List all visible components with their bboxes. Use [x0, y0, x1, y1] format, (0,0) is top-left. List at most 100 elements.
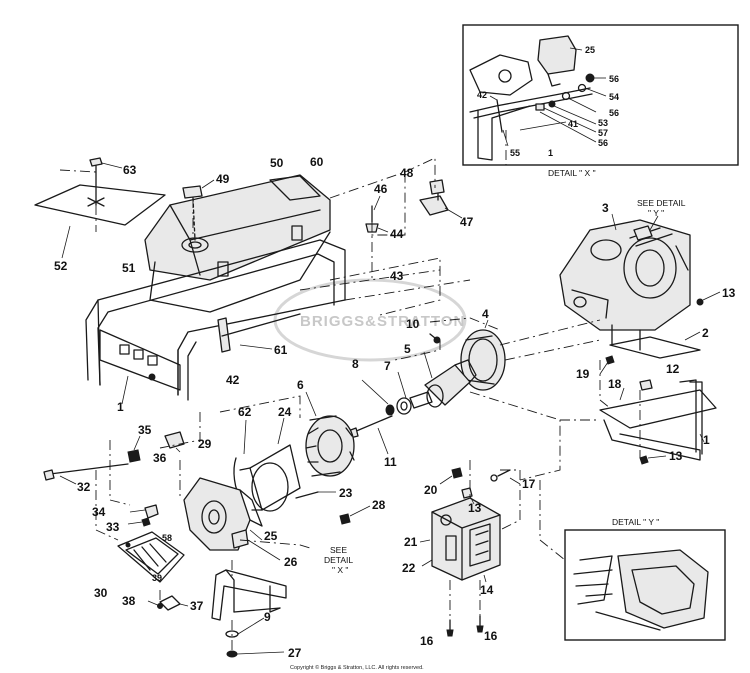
callout-36: 36 [153, 451, 167, 465]
callout-27: 27 [288, 646, 302, 660]
part-61-bracket [217, 313, 301, 353]
callout-49: 49 [216, 172, 230, 186]
callout-10: 10 [406, 317, 420, 331]
callout-28: 28 [372, 498, 386, 512]
callout-30: 30 [94, 586, 108, 600]
callout-x56c: 56 [598, 138, 608, 148]
callout-x42: 42 [477, 90, 487, 100]
callout-13a: 13 [722, 286, 736, 300]
part-37-38-clip [147, 595, 189, 611]
callout-61: 61 [274, 343, 288, 357]
callout-51: 51 [122, 261, 136, 275]
callout-26: 26 [284, 555, 298, 569]
callout-12: 12 [666, 362, 680, 376]
assembly-lines [59, 130, 641, 650]
callout-22: 22 [402, 561, 416, 575]
part-10-bolt [429, 333, 441, 344]
callout-35: 35 [138, 423, 152, 437]
part-25-end-bell [183, 477, 263, 551]
callout-16b: 16 [484, 629, 498, 643]
callout-47: 47 [460, 215, 474, 229]
part-20-17-13-fasteners [439, 467, 521, 505]
see-detail-x-line1: SEE [330, 545, 347, 555]
see-detail-y-note: SEE DETAIL " Y " [637, 198, 686, 218]
callout-x56a: 56 [609, 74, 619, 84]
callout-19: 19 [576, 367, 590, 381]
part-26-bracket [231, 529, 281, 561]
callout-38: 38 [122, 594, 136, 608]
part-9-base [211, 569, 287, 658]
watermark: BRIGGS&STRATTON [273, 278, 467, 362]
callout-x25: 25 [585, 45, 595, 55]
callout-39: 39 [152, 573, 162, 583]
callout-34: 34 [92, 505, 106, 519]
callout-60: 60 [310, 155, 324, 169]
part-5-rotor [409, 351, 477, 409]
callout-3: 3 [602, 201, 609, 215]
part-1-frame [85, 239, 346, 405]
callout-52: 52 [54, 259, 68, 273]
callout-5: 5 [404, 342, 411, 356]
see-detail-y-line1: SEE DETAIL [637, 198, 686, 208]
callout-17: 17 [522, 477, 536, 491]
see-detail-x-note: SEE DETAIL " X " [324, 545, 353, 575]
part-11-through-bolt [347, 415, 393, 455]
callout-13c: 13 [468, 501, 482, 515]
callout-x53: 53 [598, 118, 608, 128]
part-21-22-control-box [419, 497, 501, 583]
part-2-mount-bracket [599, 331, 701, 375]
part-32-bolt [43, 463, 129, 485]
callout-21: 21 [404, 535, 418, 549]
detail-y-panel: DETAIL " Y " [564, 517, 726, 641]
callout-labels: 63 52 49 50 60 51 48 46 44 47 43 61 42 1… [54, 155, 736, 660]
callout-16a: 16 [420, 634, 434, 648]
part-28-nut [339, 505, 371, 525]
callout-x41: 41 [568, 119, 578, 129]
callout-x56b: 56 [609, 108, 619, 118]
part-39-cover [117, 531, 185, 583]
callout-18: 18 [608, 377, 622, 391]
callout-x55: 55 [510, 148, 520, 158]
callout-8: 8 [352, 357, 359, 371]
callout-x1: 1 [548, 148, 553, 158]
part-52-panel [34, 157, 166, 259]
callout-50: 50 [270, 156, 284, 170]
callout-63: 63 [123, 163, 137, 177]
callout-1: 1 [117, 400, 124, 414]
callout-42: 42 [226, 373, 240, 387]
see-detail-y-line2: " Y " [648, 208, 664, 218]
part-23-bolt [295, 491, 336, 499]
callout-11: 11 [384, 455, 397, 469]
part-24-62-shroud [233, 417, 301, 512]
detail-x-panel: 25 56 54 42 56 53 57 41 56 55 1 DETAIL "… [462, 24, 739, 178]
copyright-notice: Copyright © Briggs & Stratton, LLC. All … [290, 664, 424, 671]
part-3-engine [559, 213, 691, 351]
see-detail-x-line2: DETAIL [324, 555, 353, 565]
callout-14: 14 [480, 583, 494, 597]
callout-48: 48 [400, 166, 414, 180]
callout-29: 29 [198, 437, 212, 451]
callout-62: 62 [238, 405, 252, 419]
callout-23: 23 [339, 486, 353, 500]
callout-46: 46 [374, 182, 388, 196]
callout-20: 20 [424, 483, 438, 497]
callout-43: 43 [390, 269, 404, 283]
callout-24: 24 [278, 405, 292, 419]
callout-13b: 13 [669, 449, 683, 463]
callout-2: 2 [702, 326, 709, 340]
callout-37: 37 [190, 599, 204, 613]
callout-6: 6 [297, 378, 304, 392]
detail-y-title: DETAIL " Y " [612, 517, 659, 527]
callout-1b: 1 [703, 433, 710, 447]
callout-9: 9 [264, 610, 271, 624]
part-6-stator [305, 391, 355, 477]
detail-x-title: DETAIL " X " [548, 168, 596, 178]
part-48-47-fasteners [365, 179, 463, 233]
callout-4: 4 [482, 307, 489, 321]
callout-33: 33 [106, 520, 120, 534]
part-4-stator-housing [460, 319, 506, 391]
part-33-34-fasteners [127, 504, 159, 527]
part-16-screws [446, 615, 484, 637]
